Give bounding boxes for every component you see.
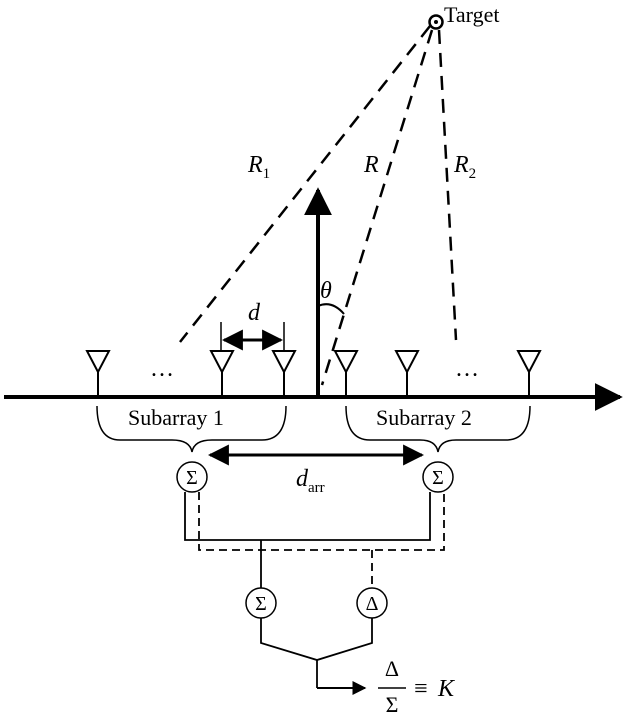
antenna-element [516,350,542,397]
label-d: d [248,300,261,326]
sum-feed-line [184,492,431,541]
ellipsis-left: … [150,356,174,382]
antenna-element [394,350,420,397]
label-theta: θ [320,278,332,304]
subarray2-sum-symbol: Σ [432,467,444,489]
subarray2-sum-node [422,461,454,493]
ratio-equiv: ≡ [414,676,428,702]
range-line-r2 [437,29,458,341]
label-r2: R2 [453,152,476,182]
ratio-numerator: Δ [385,656,399,681]
target-label: Target [444,2,499,27]
label-r: R [363,152,379,178]
diff-feed-line [198,492,445,551]
label-darr: darr [296,466,325,496]
label-r1: R1 [247,152,270,182]
antenna-element [333,350,359,397]
subarray1-label: Subarray 1 [128,405,224,430]
subarray1-sum-symbol: Σ [186,467,198,489]
ratio-feed-line [260,618,373,661]
target-marker [428,14,444,30]
subarray2-brace [345,405,531,453]
range-line-r1 [179,25,431,343]
ellipsis-right: … [455,356,479,382]
antenna-element [85,350,111,397]
theta-arc [317,303,345,315]
combined-sum-symbol: Σ [255,593,267,615]
subarray1-sum-node [176,461,208,493]
ratio-k: K [437,676,456,702]
subarray1-brace [96,405,287,453]
ratio-denominator: Σ [386,692,399,717]
range-line-r [320,29,434,386]
subarray2-label: Subarray 2 [376,405,472,430]
antenna-element [209,350,235,397]
antenna-element [271,350,297,397]
combined-diff-symbol: Δ [366,593,379,615]
